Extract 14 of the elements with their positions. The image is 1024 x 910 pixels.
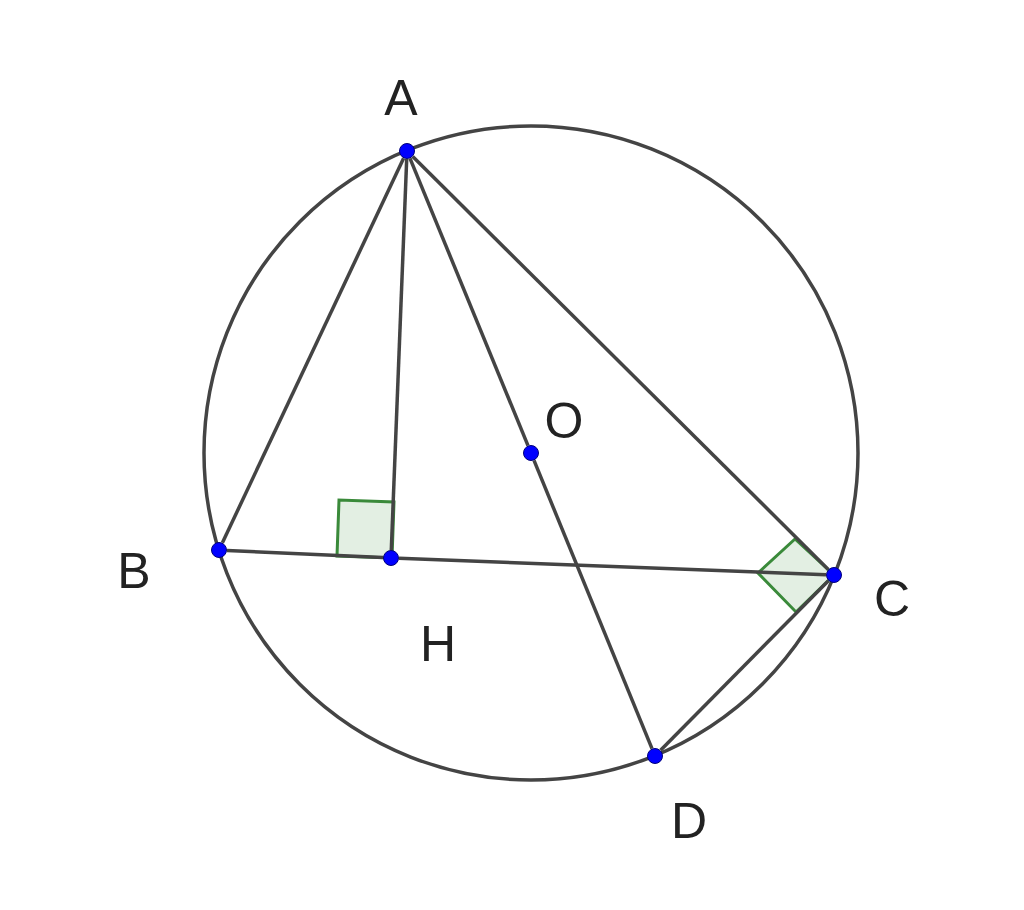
point-label: C: [873, 574, 911, 624]
point-label: O: [544, 396, 584, 446]
line-segment: [226, 548, 384, 560]
point-label: A: [384, 73, 418, 123]
line-segment: [220, 157, 406, 544]
line-segment: [408, 157, 530, 447]
point-label: B: [117, 546, 151, 596]
point-label: H: [419, 619, 457, 669]
line-segment: [398, 556, 827, 577]
line-segment: [389, 158, 409, 551]
line-segment: [411, 155, 830, 571]
line-segment: [532, 459, 654, 750]
line-segment: [659, 579, 830, 752]
point-label: D: [670, 796, 708, 846]
